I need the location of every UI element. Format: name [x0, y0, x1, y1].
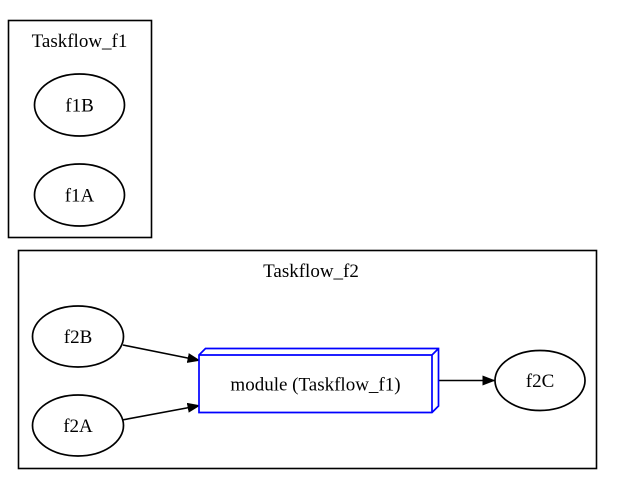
node-f2b-label: f2B — [64, 327, 93, 348]
node-f1a-ellipse — [33, 163, 126, 227]
node-f2b-ellipse — [31, 305, 125, 368]
node-f1b-ellipse — [33, 73, 126, 137]
cluster-taskflow-f2: Taskflow_f2 f2B f2A module (Taskflow_f1) — [17, 249, 598, 470]
node-f2b: f2B — [31, 305, 125, 368]
node-f2a: f2A — [31, 394, 125, 457]
edge-f2a-to-module — [121, 402, 201, 421]
cluster-taskflow-f1-label: Taskflow_f1 — [32, 31, 128, 52]
node-f2c-label: f2C — [526, 371, 555, 392]
cluster-taskflow-f1-border — [7, 19, 153, 239]
node-f1b-label: f1B — [65, 96, 94, 117]
node-f2a-ellipse — [31, 394, 125, 457]
node-module-box3d-outline — [198, 347, 440, 414]
cluster-taskflow-f2-label: Taskflow_f2 — [263, 261, 359, 282]
node-module: module (Taskflow_f1) — [198, 347, 440, 414]
node-f1b: f1B — [33, 73, 126, 137]
node-f1a-label: f1A — [65, 186, 95, 207]
cluster-taskflow-f1: Taskflow_f1 f1B f1A — [7, 19, 153, 239]
node-f1a: f1A — [33, 163, 126, 227]
node-module-label: module (Taskflow_f1) — [230, 375, 400, 396]
node-f2c-ellipse — [494, 349, 586, 412]
node-module-box3d-inner-lines — [199, 347, 440, 413]
edge-f2b-to-module — [122, 344, 201, 363]
node-f2a-label: f2A — [63, 416, 93, 437]
cluster-taskflow-f2-border — [17, 249, 598, 470]
node-f2c: f2C — [494, 349, 586, 412]
